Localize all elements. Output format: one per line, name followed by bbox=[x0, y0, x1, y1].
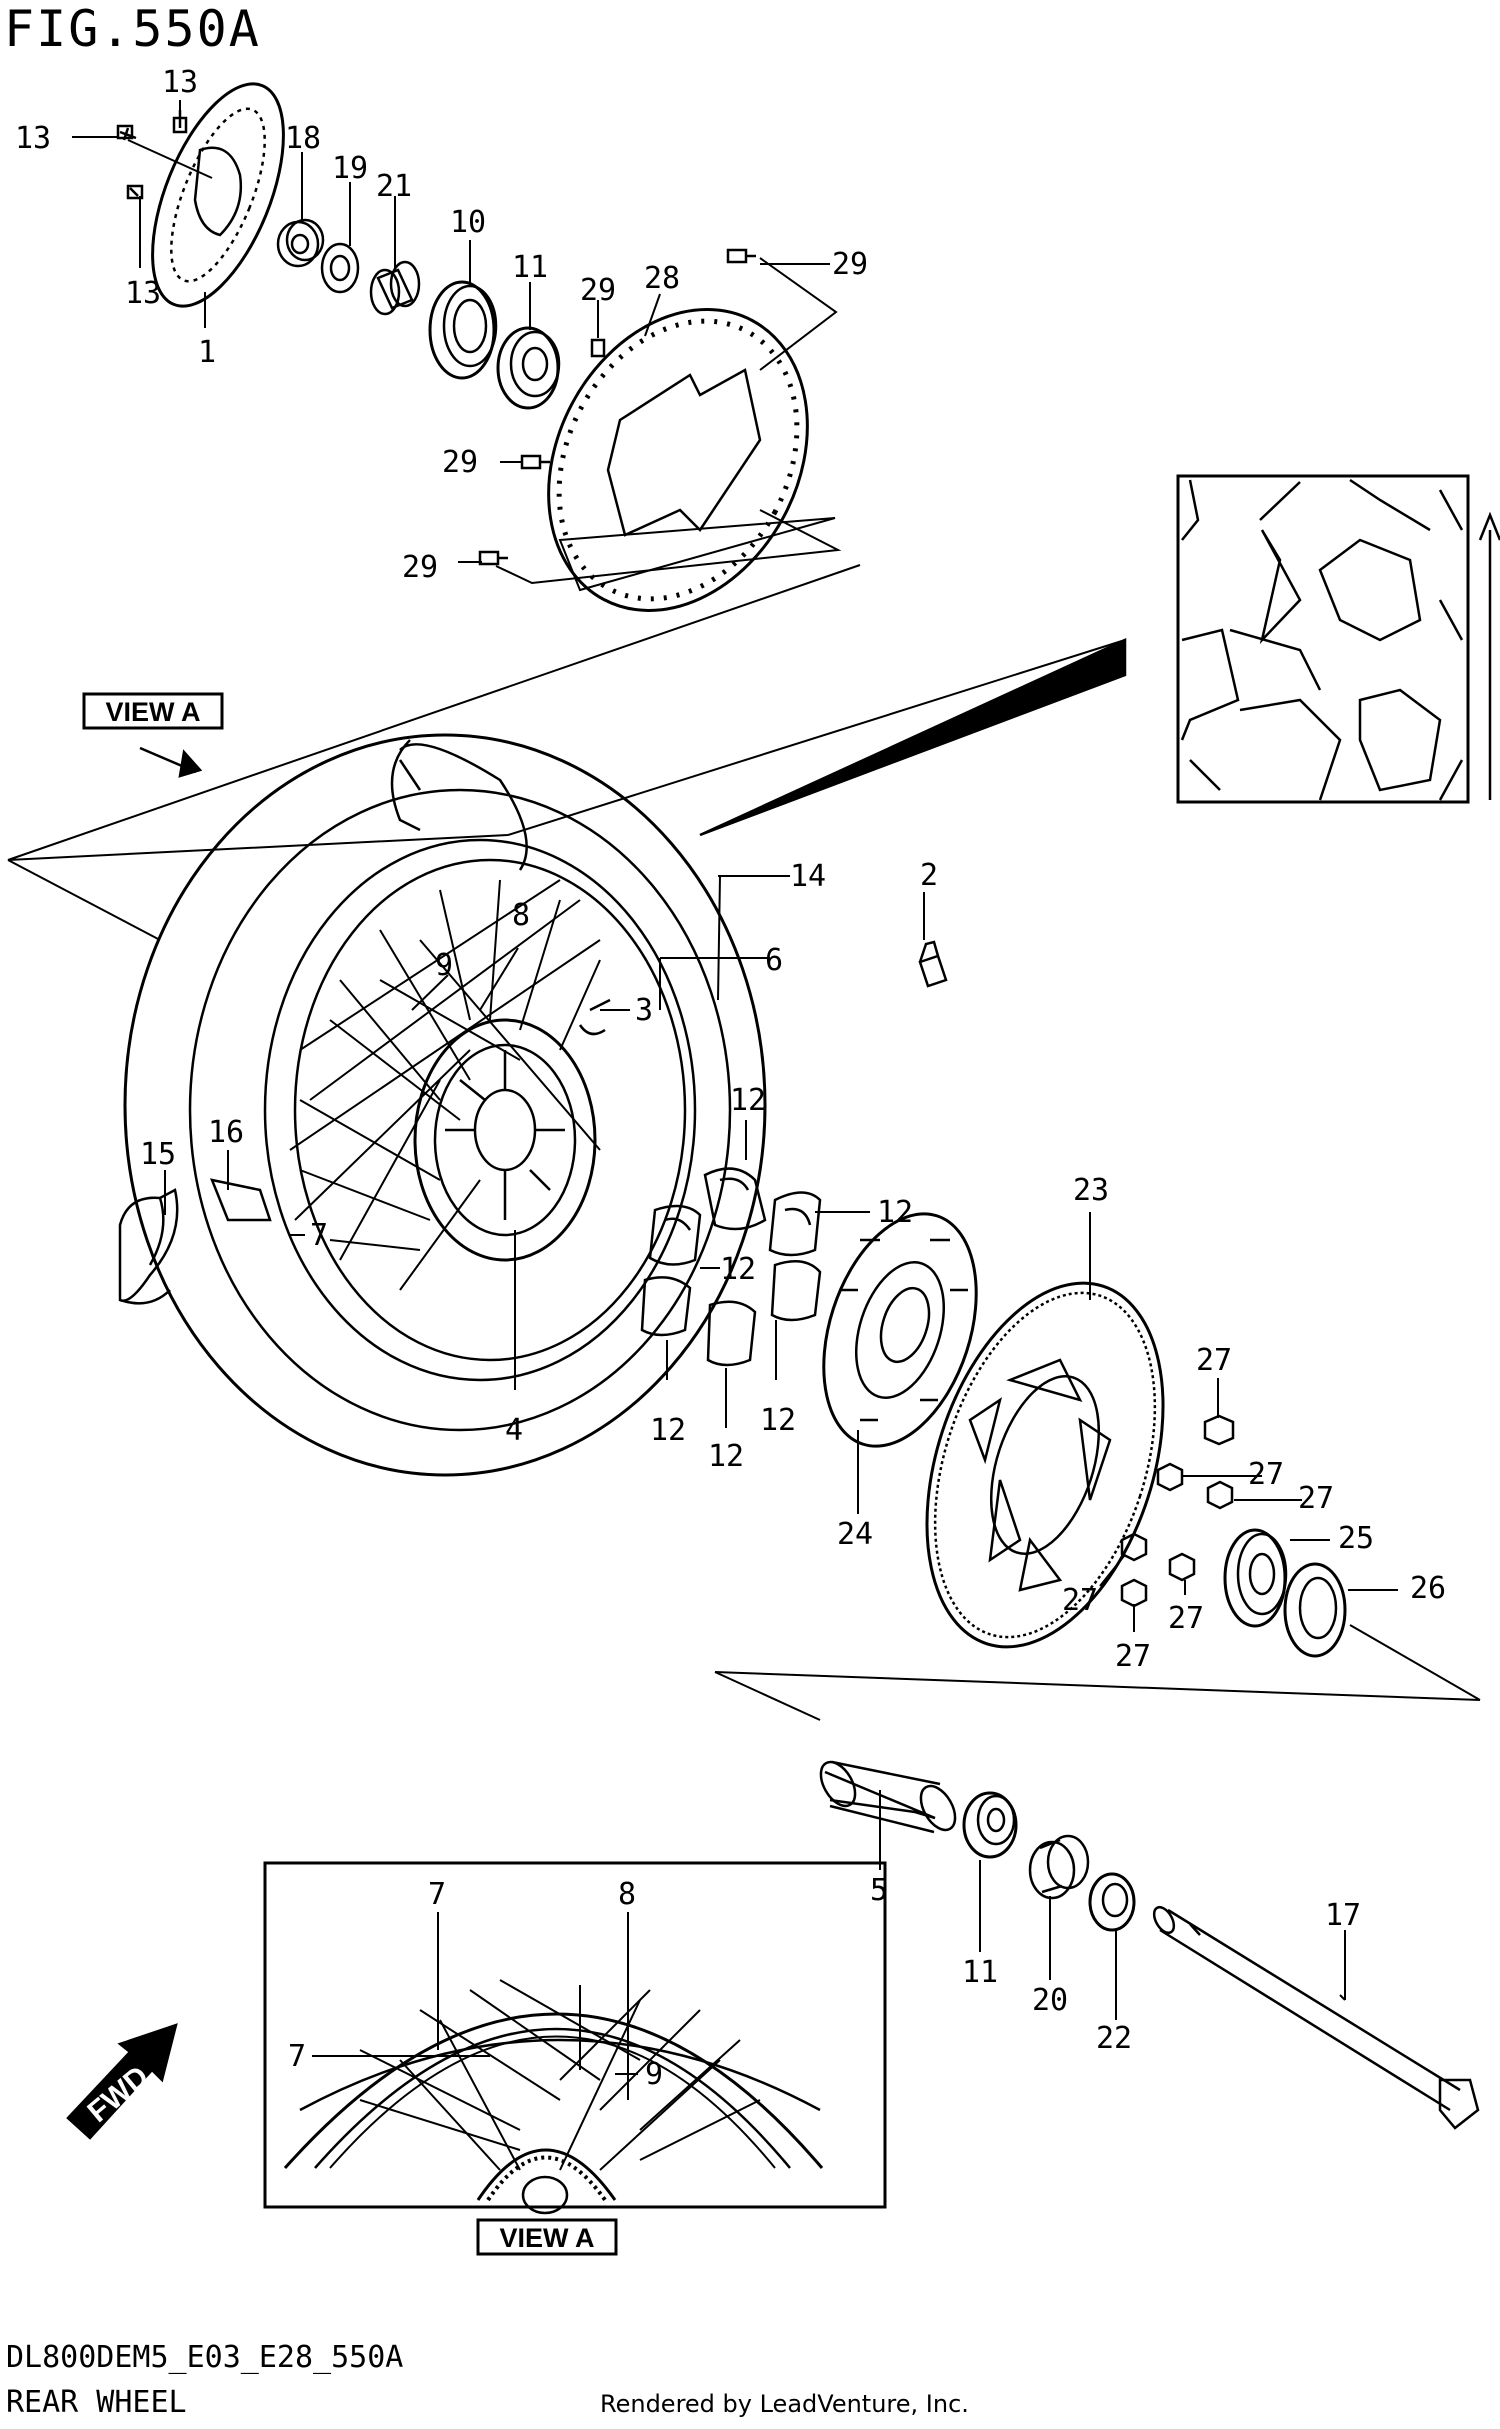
callout-21: 21 bbox=[376, 169, 412, 204]
callout-numbers: 13 13 13 1 18 19 21 10 11 29 28 29 29 29… bbox=[15, 65, 1446, 2092]
callout-28: 28 bbox=[644, 261, 680, 296]
figure-title: FIG.550A bbox=[4, 0, 261, 58]
callout-27f: 27 bbox=[1168, 1601, 1204, 1636]
callout-19: 19 bbox=[332, 151, 368, 186]
spacer-part-21 bbox=[369, 260, 421, 316]
callout-14: 14 bbox=[790, 859, 826, 894]
callout-29c: 29 bbox=[442, 445, 478, 480]
callout-12b: 12 bbox=[877, 1195, 913, 1230]
callout-29b: 29 bbox=[832, 247, 868, 282]
callout-27d: 27 bbox=[1062, 1583, 1098, 1618]
callout-11-bottom: 11 bbox=[962, 1955, 998, 1990]
callout-27c: 27 bbox=[1298, 1481, 1334, 1516]
callout-6: 6 bbox=[765, 943, 783, 978]
collar-part-20 bbox=[1028, 1834, 1090, 1900]
callout-3: 3 bbox=[635, 993, 653, 1028]
figure-name: REAR WHEEL bbox=[6, 2385, 187, 2420]
callout-9-top: 9 bbox=[435, 948, 453, 983]
brake-disc-part-28 bbox=[547, 308, 809, 612]
callout-1: 1 bbox=[198, 335, 216, 370]
callout-26: 26 bbox=[1410, 1571, 1446, 1606]
callout-11-top: 11 bbox=[512, 250, 548, 285]
callout-7-detail-left: 7 bbox=[288, 2039, 306, 2074]
model-code: DL800DEM5_E03_E28_550A bbox=[6, 2340, 404, 2375]
rendered-by-credit: Rendered by LeadVenture, Inc. bbox=[600, 2390, 969, 2418]
callout-15: 15 bbox=[140, 1137, 176, 1172]
spacer-part-22 bbox=[1088, 1872, 1136, 1932]
bolts-part-13 bbox=[116, 110, 188, 200]
leader-lines bbox=[72, 100, 1398, 2100]
nut-part-18 bbox=[276, 218, 325, 268]
washer-part-19 bbox=[320, 242, 360, 294]
callout-12c: 12 bbox=[720, 1252, 756, 1287]
callout-8-detail: 8 bbox=[618, 1877, 636, 1912]
seal-part-26 bbox=[1283, 1562, 1347, 1658]
callout-5: 5 bbox=[870, 1873, 888, 1908]
callout-8-top: 8 bbox=[512, 898, 530, 933]
callout-13c: 13 bbox=[125, 276, 161, 311]
view-a-label-top: VIEW A bbox=[82, 692, 224, 778]
callout-27b: 27 bbox=[1248, 1457, 1284, 1492]
callout-7-top: 7 bbox=[310, 1218, 328, 1253]
cushions-part-12 bbox=[640, 1167, 822, 1367]
callout-2: 2 bbox=[920, 858, 938, 893]
sprocket-part-23 bbox=[925, 1281, 1165, 1649]
callout-7-detail-top: 7 bbox=[428, 1877, 446, 1912]
wheel-assembly bbox=[118, 733, 767, 1477]
callout-29d: 29 bbox=[402, 550, 438, 585]
svg-text:VIEW A: VIEW A bbox=[499, 2223, 594, 2253]
axle-part-17 bbox=[1152, 1905, 1480, 2130]
callout-20: 20 bbox=[1032, 1983, 1068, 2018]
callout-12d: 12 bbox=[650, 1413, 686, 1448]
spacer-part-5 bbox=[819, 1760, 957, 1834]
callout-13a: 13 bbox=[15, 121, 51, 156]
callout-23: 23 bbox=[1073, 1173, 1109, 1208]
callout-4: 4 bbox=[505, 1413, 523, 1448]
valve-cap-part-2 bbox=[918, 940, 948, 988]
tread-detail-box bbox=[1176, 474, 1500, 804]
callout-12f: 12 bbox=[760, 1403, 796, 1438]
callout-12e: 12 bbox=[708, 1439, 744, 1474]
view-a-detail-box: VIEW A bbox=[263, 1861, 887, 2256]
callout-12a: 12 bbox=[730, 1083, 766, 1118]
callout-25: 25 bbox=[1338, 1521, 1374, 1556]
callout-29a: 29 bbox=[580, 273, 616, 308]
callout-24: 24 bbox=[837, 1517, 873, 1552]
bearing-part-25 bbox=[1223, 1528, 1288, 1628]
callout-22: 22 bbox=[1096, 2021, 1132, 2056]
bearing-part-11-bottom bbox=[962, 1791, 1018, 1859]
callout-27e: 27 bbox=[1115, 1639, 1151, 1674]
svg-text:VIEW A: VIEW A bbox=[105, 697, 200, 727]
callout-27a: 27 bbox=[1196, 1343, 1232, 1378]
callout-17: 17 bbox=[1325, 1898, 1361, 1933]
callout-9-detail: 9 bbox=[645, 2057, 663, 2092]
callout-13b: 13 bbox=[162, 65, 198, 100]
callout-16: 16 bbox=[208, 1115, 244, 1150]
sprocket-carrier-part-24 bbox=[822, 1212, 978, 1448]
nuts-part-27 bbox=[1120, 1414, 1235, 1608]
oil-seal-part-10 bbox=[428, 280, 498, 380]
sensor-ring-part-1 bbox=[151, 82, 285, 308]
bearing-part-11-top bbox=[496, 326, 561, 410]
callout-18: 18 bbox=[285, 121, 321, 156]
callout-10: 10 bbox=[450, 205, 486, 240]
fwd-arrow-icon: FWD bbox=[66, 2023, 178, 2140]
